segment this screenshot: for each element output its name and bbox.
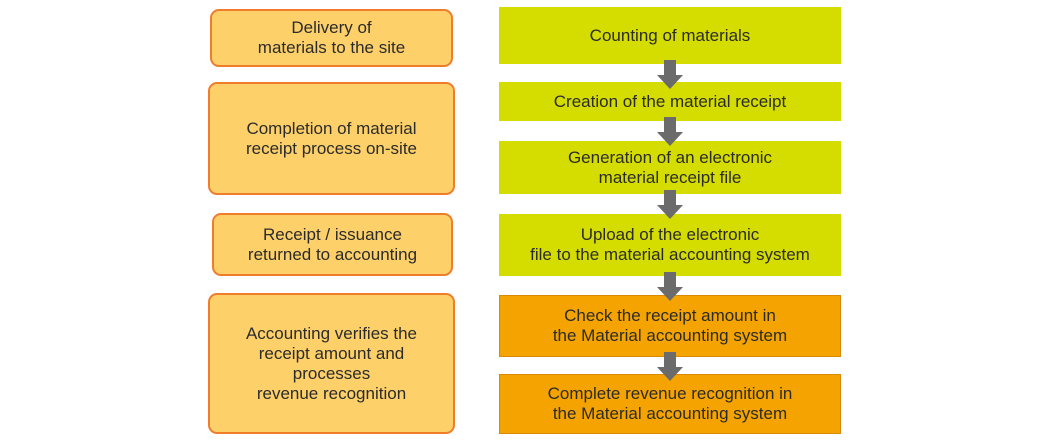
phase-label: Delivery of materials to the site [257,18,406,57]
step-upload: Upload of the electronic file to the mat… [499,214,841,276]
down-arrow-icon [657,117,683,147]
phase-box-completion: Completion of material receipt process o… [208,82,455,195]
step-generation: Generation of an electronic material rec… [499,141,841,194]
step-label: Generation of an electronic material rec… [567,147,773,187]
down-arrow-icon [657,272,683,302]
down-arrow-icon [657,190,683,220]
down-arrow-icon [657,60,683,90]
phase-box-delivery: Delivery of materials to the site [210,9,453,67]
phase-box-returned: Receipt / issuance returned to accountin… [212,213,453,276]
phase-label: Receipt / issuance returned to accountin… [247,224,418,264]
phase-label: Completion of material receipt process o… [245,118,418,158]
down-arrow-icon [657,352,683,382]
step-label: Check the receipt amount in the Material… [552,306,788,345]
phase-label: Accounting verifies the receipt amount a… [245,323,418,403]
step-label: Counting of materials [589,25,751,45]
step-label: Upload of the electronic file to the mat… [530,225,810,264]
step-label: Complete revenue recognition in the Mate… [547,384,793,423]
step-counting: Counting of materials [499,7,841,64]
step-check-amount: Check the receipt amount in the Material… [499,295,841,357]
phase-box-accounting: Accounting verifies the receipt amount a… [208,293,455,434]
step-label: Creation of the material receipt [553,91,787,111]
step-revenue-recognition: Complete revenue recognition in the Mate… [499,374,841,434]
